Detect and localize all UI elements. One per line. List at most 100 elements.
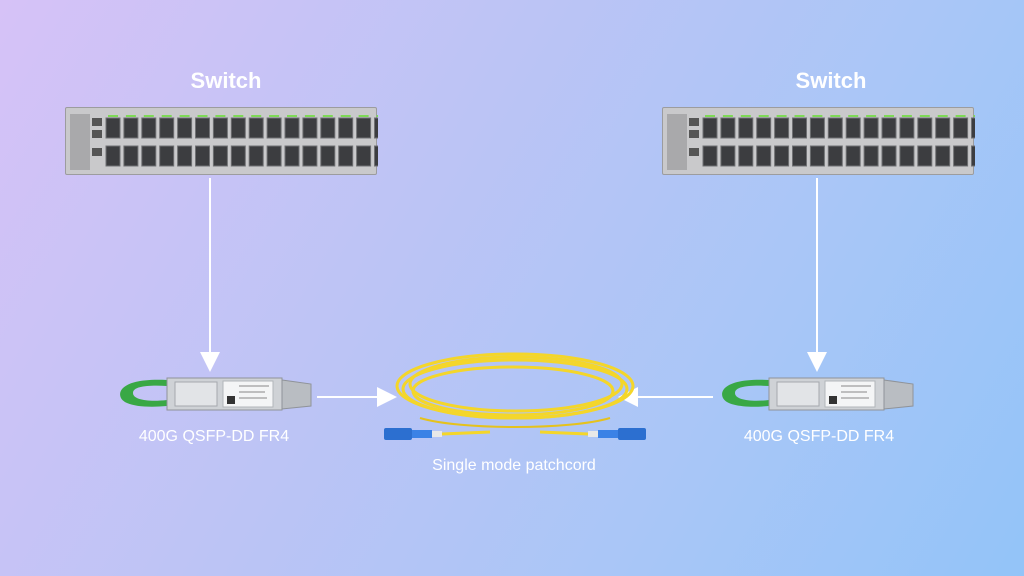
port-led <box>161 115 172 117</box>
switch-port <box>827 145 843 167</box>
port-led <box>830 115 841 117</box>
switch-port <box>141 117 157 139</box>
left-qsfp-dd-module <box>120 377 312 411</box>
switch-port <box>792 117 807 139</box>
switch-port <box>302 145 318 167</box>
port-led <box>108 115 118 117</box>
switch-port <box>159 145 175 167</box>
switch-port <box>159 117 175 139</box>
port-led <box>722 115 733 117</box>
switch-port <box>338 117 354 139</box>
switch-port <box>756 145 772 167</box>
switch-port <box>702 117 718 139</box>
switch-port <box>756 117 772 139</box>
port-led <box>812 115 823 117</box>
port-led <box>758 115 769 117</box>
left-switch-title: Switch <box>190 68 262 93</box>
switch-port <box>774 145 790 167</box>
port-led <box>125 115 136 117</box>
port-led <box>251 115 262 117</box>
switch-port <box>284 117 300 139</box>
switch-port <box>792 145 807 167</box>
port-led <box>955 115 966 117</box>
switch-port <box>809 145 825 167</box>
left-switch-ports <box>70 114 389 170</box>
switch-port <box>230 145 246 167</box>
port-led <box>848 115 859 117</box>
port-led <box>794 115 805 117</box>
patchcord-label: Single mode patchcord <box>432 457 596 474</box>
switch-port <box>105 117 121 139</box>
port-led <box>884 115 894 117</box>
switch-port <box>720 117 736 139</box>
switch-port <box>212 145 228 167</box>
switch-port <box>356 145 372 167</box>
switch-port <box>248 145 264 167</box>
port-led <box>322 115 333 117</box>
port-led <box>705 115 715 117</box>
switch-port <box>177 145 193 167</box>
port-led <box>304 115 315 117</box>
switch-port <box>935 117 951 139</box>
switch-port <box>953 117 969 139</box>
switch-port <box>917 117 933 139</box>
switch-port <box>195 117 210 139</box>
switch-port <box>105 145 121 167</box>
port-led <box>197 115 208 117</box>
port-led <box>233 115 244 117</box>
port-led <box>919 115 930 117</box>
right-switch-title: Switch <box>795 68 867 93</box>
right-qsfp-dd-module <box>722 377 914 411</box>
port-led <box>937 115 948 117</box>
port-led <box>901 115 912 117</box>
port-led <box>740 115 751 117</box>
switch-port <box>881 117 897 139</box>
port-led <box>866 115 877 117</box>
port-led <box>287 115 297 117</box>
switch-port <box>953 145 969 167</box>
switch-port <box>284 145 300 167</box>
switch-port <box>320 145 336 167</box>
switch-port <box>302 117 318 139</box>
switch-port <box>720 145 736 167</box>
switch-port <box>141 145 157 167</box>
switch-port <box>935 145 951 167</box>
switch-port <box>881 145 897 167</box>
right-module-label: 400G QSFP-DD FR4 <box>743 428 895 445</box>
switch-port <box>266 145 282 167</box>
port-led <box>776 115 787 117</box>
port-led <box>340 115 351 117</box>
switch-port <box>845 117 861 139</box>
switch-port <box>863 145 879 167</box>
switch-port <box>230 117 246 139</box>
switch-port <box>338 145 354 167</box>
port-led <box>269 115 280 117</box>
switch-port <box>917 145 933 167</box>
switch-port <box>899 145 915 167</box>
switch-port <box>356 117 372 139</box>
switch-port <box>738 117 754 139</box>
switch-port <box>212 117 228 139</box>
single-mode-patchcord <box>384 352 646 440</box>
port-led <box>179 115 190 117</box>
left-switch <box>65 107 389 175</box>
switch-port <box>845 145 861 167</box>
switch-port <box>248 117 264 139</box>
switch-port <box>899 117 915 139</box>
port-led <box>215 115 226 117</box>
switch-port <box>266 117 282 139</box>
switch-port <box>123 117 139 139</box>
switch-port <box>827 117 843 139</box>
switch-port <box>809 117 825 139</box>
switch-port <box>123 145 139 167</box>
switch-port <box>195 145 210 167</box>
switch-port <box>320 117 336 139</box>
switch-port <box>863 117 879 139</box>
switch-port <box>774 117 790 139</box>
switch-port <box>177 117 193 139</box>
switch-port <box>702 145 718 167</box>
left-module-label: 400G QSFP-DD FR4 <box>138 428 290 445</box>
switch-port <box>738 145 754 167</box>
port-led <box>358 115 369 117</box>
